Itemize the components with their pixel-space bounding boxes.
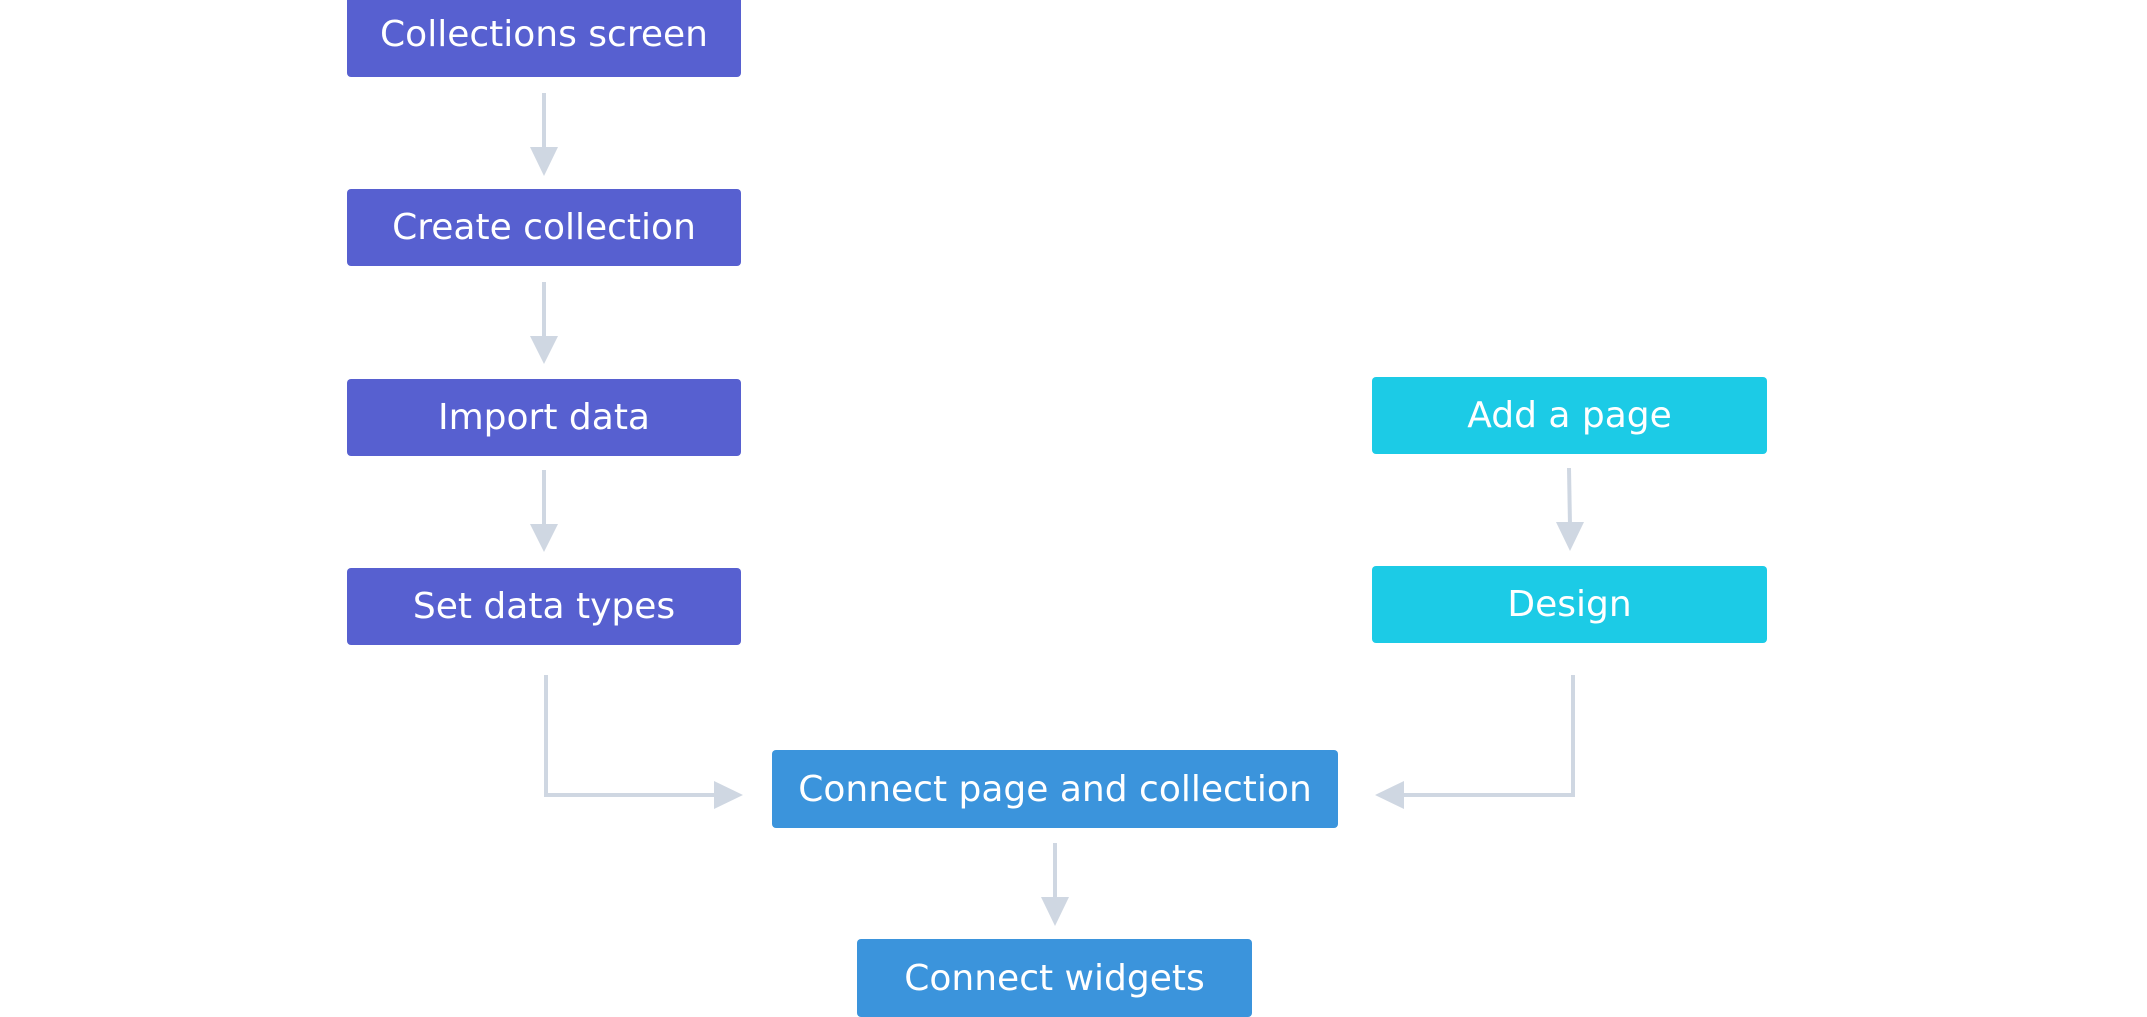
edge-design-to-connect [1402,675,1575,797]
edge-addpage-to-design [1567,467,1572,527]
node-set-data-types: Set data types [347,568,741,645]
node-connect-widgets: Connect widgets [857,939,1252,1017]
node-design: Design [1372,566,1767,643]
node-create-collection: Create collection [347,189,741,266]
arrowhead-design [1556,522,1584,551]
arrowhead-import [530,336,558,364]
arrowhead-connect-right [1375,781,1404,809]
node-add-a-page: Add a page [1372,377,1767,454]
node-import-data: Import data [347,379,741,456]
arrowhead-settypes [530,524,558,552]
arrowhead-connect-left [714,781,743,809]
node-collections-screen: Collections screen [347,0,741,77]
edge-settypes-to-connect [544,675,716,797]
node-connect-page-and-collection: Connect page and collection [772,750,1338,828]
arrowhead-create [530,147,558,176]
arrowhead-widgets [1041,897,1069,926]
